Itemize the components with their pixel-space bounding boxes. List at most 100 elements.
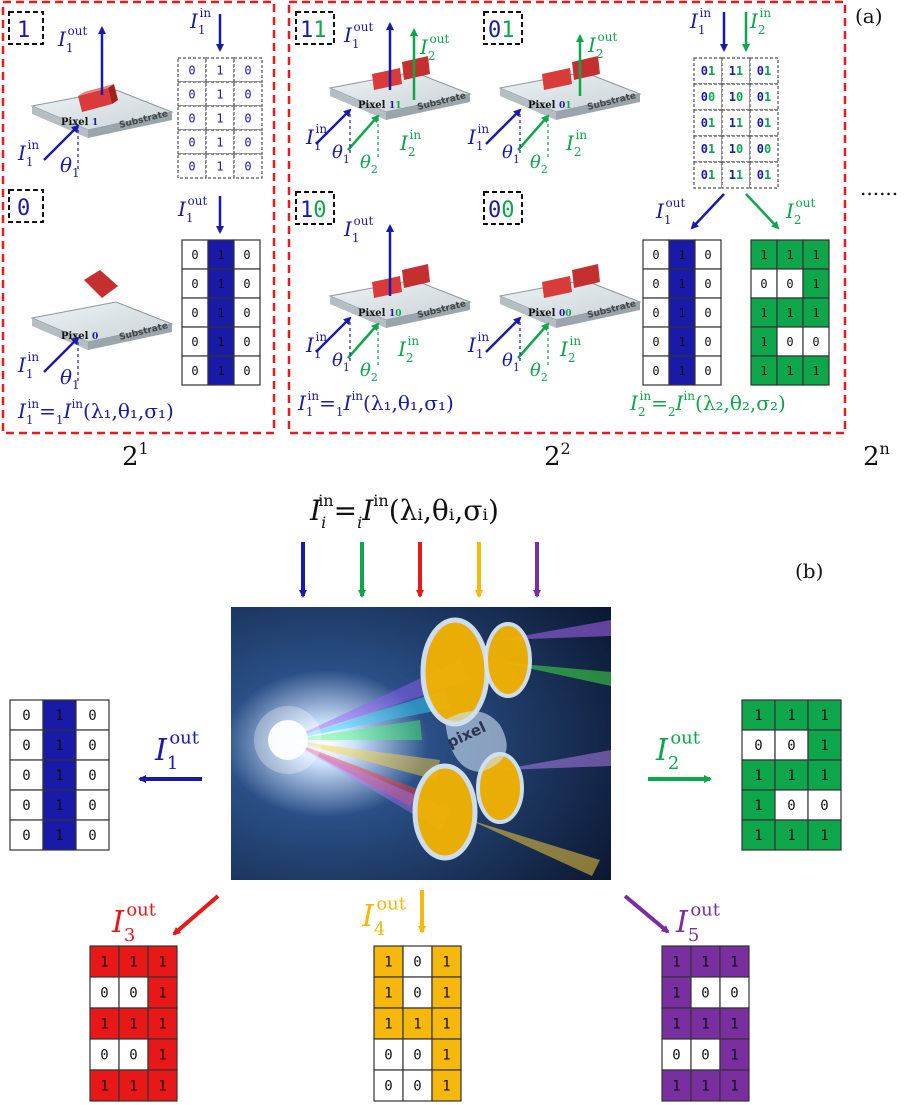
- grid-cell-text: 0: [652, 277, 659, 291]
- grid-cell: [147, 976, 178, 1009]
- grid-cell-text: 1: [786, 248, 793, 262]
- panel-a-box-2: [287, 0, 847, 435]
- grid-cell-text: 0: [701, 1048, 709, 1064]
- nanoblock-top: [78, 84, 114, 96]
- grid-cell-text: 1: [217, 364, 224, 378]
- grid-cell-text: 0: [100, 1048, 108, 1064]
- output-arrow-3: [172, 894, 220, 936]
- pixel-caption: Pixel 01: [528, 100, 571, 111]
- grid-cell-text: 0: [244, 111, 251, 125]
- grid-cell: [690, 945, 721, 978]
- state-tag-text: 01: [488, 18, 515, 43]
- grid-cell: [719, 1007, 750, 1040]
- grid-cell-text: 0: [244, 135, 251, 149]
- pixel-caption: Pixel 00: [528, 308, 571, 319]
- grid-cell-text: 0: [704, 306, 711, 320]
- grid-cell-text: 1: [812, 277, 819, 291]
- grid-cell-text: 00: [701, 90, 715, 104]
- grid-cell: [776, 355, 804, 386]
- nanoblock-rotated: [84, 270, 118, 298]
- grid-cell: [205, 57, 235, 83]
- nanoblock: [572, 264, 600, 288]
- grid-cell-text: 0: [760, 277, 767, 291]
- theta-label: θ1: [60, 153, 80, 180]
- grid-cell-text: 1: [812, 306, 819, 320]
- intensity-label: I1out: [343, 214, 374, 245]
- grid-cell-text: 0: [100, 986, 108, 1002]
- grid-cell-text: 0: [672, 1048, 680, 1064]
- equation-box2-channel2: I2in=2Iin(λ₂,θ₂,σ₂): [629, 389, 786, 419]
- grid-cell-text: 0: [188, 87, 195, 101]
- grid-cell-text: 01: [757, 90, 771, 104]
- theta-label: θ1: [502, 350, 520, 374]
- grid-cell-text: 1: [678, 364, 685, 378]
- grid-cell-text: 0: [384, 1048, 392, 1064]
- intensity-label: I2in: [559, 334, 581, 365]
- substrate-edge: [88, 112, 172, 138]
- count-label-2-1: 21: [122, 439, 149, 472]
- grid-cell: [431, 976, 462, 1009]
- grid-cell-text: 0: [786, 335, 793, 349]
- substrate-edge: [386, 94, 470, 120]
- theta-label: θ2: [530, 152, 548, 176]
- grid-cell-text: 0: [701, 986, 709, 1002]
- intensity-label: I4out: [361, 894, 407, 941]
- substrate-edge: [88, 324, 172, 350]
- grid-cell-text: 1: [754, 828, 762, 844]
- grid-cell: [719, 1069, 750, 1102]
- theta-label: θ1: [332, 350, 350, 374]
- intensity-label: I2out: [785, 196, 816, 227]
- grid-cell-text: 0: [754, 738, 762, 754]
- grid-cell: [233, 81, 263, 107]
- grid-cell-text: 1: [701, 1079, 709, 1095]
- substrate-edge-left: [500, 296, 556, 328]
- grid-cell-text: 01: [757, 168, 771, 182]
- grid-cell: [431, 1038, 462, 1071]
- theta-label: θ1: [332, 142, 350, 166]
- state-tag-0: [8, 189, 44, 223]
- state-tag-text: 00: [488, 198, 515, 223]
- grid-cell-text: 1: [442, 986, 450, 1002]
- grid-cell-text: 1: [678, 248, 685, 262]
- grid-cell: [233, 105, 263, 131]
- state-tag-1-text: 1: [17, 18, 30, 43]
- grid-cell-text: 1: [216, 63, 223, 77]
- substrate-edge: [386, 302, 470, 328]
- grid-cell: [694, 239, 722, 270]
- grid-cell-text: 1: [442, 1017, 450, 1033]
- grid-cell-text: 1: [55, 798, 63, 814]
- substrate-edge-left: [330, 296, 386, 328]
- grid-cell-text: 0: [244, 159, 251, 173]
- binary-state-box-1bit: 1 0 Substrate Pixel 1 Su: [8, 6, 263, 427]
- grid-cell: [741, 819, 776, 851]
- grid-cell: [233, 268, 261, 299]
- grid-cell-text: 1: [678, 306, 685, 320]
- grid-cell-text: 0: [243, 277, 250, 291]
- grid-cell: [118, 1069, 149, 1102]
- grid-cell-text: 1: [760, 364, 767, 378]
- grid-cell: [694, 355, 722, 386]
- grid-cell: [207, 239, 235, 270]
- grid-cell: [749, 109, 779, 137]
- grid-cell: [807, 789, 842, 821]
- nanoblock-side: [108, 84, 118, 104]
- grid-cell-text: 1: [672, 1017, 680, 1033]
- input-beam-1: [315, 316, 352, 353]
- nanoblock: [372, 276, 402, 298]
- grid-cell-text: 1: [730, 1079, 738, 1095]
- intensity-label: I1in: [689, 6, 711, 37]
- intensity-label: I3out: [111, 900, 157, 947]
- grid-cell: [177, 153, 207, 179]
- light-source-glow: [268, 720, 308, 760]
- grid-cell: [207, 355, 235, 386]
- input-beam-1: [485, 316, 522, 353]
- grid-cell: [402, 945, 433, 978]
- pixel-disc: [412, 763, 478, 861]
- grid-cell: [177, 129, 207, 155]
- grid-cell-text: 1: [678, 277, 685, 291]
